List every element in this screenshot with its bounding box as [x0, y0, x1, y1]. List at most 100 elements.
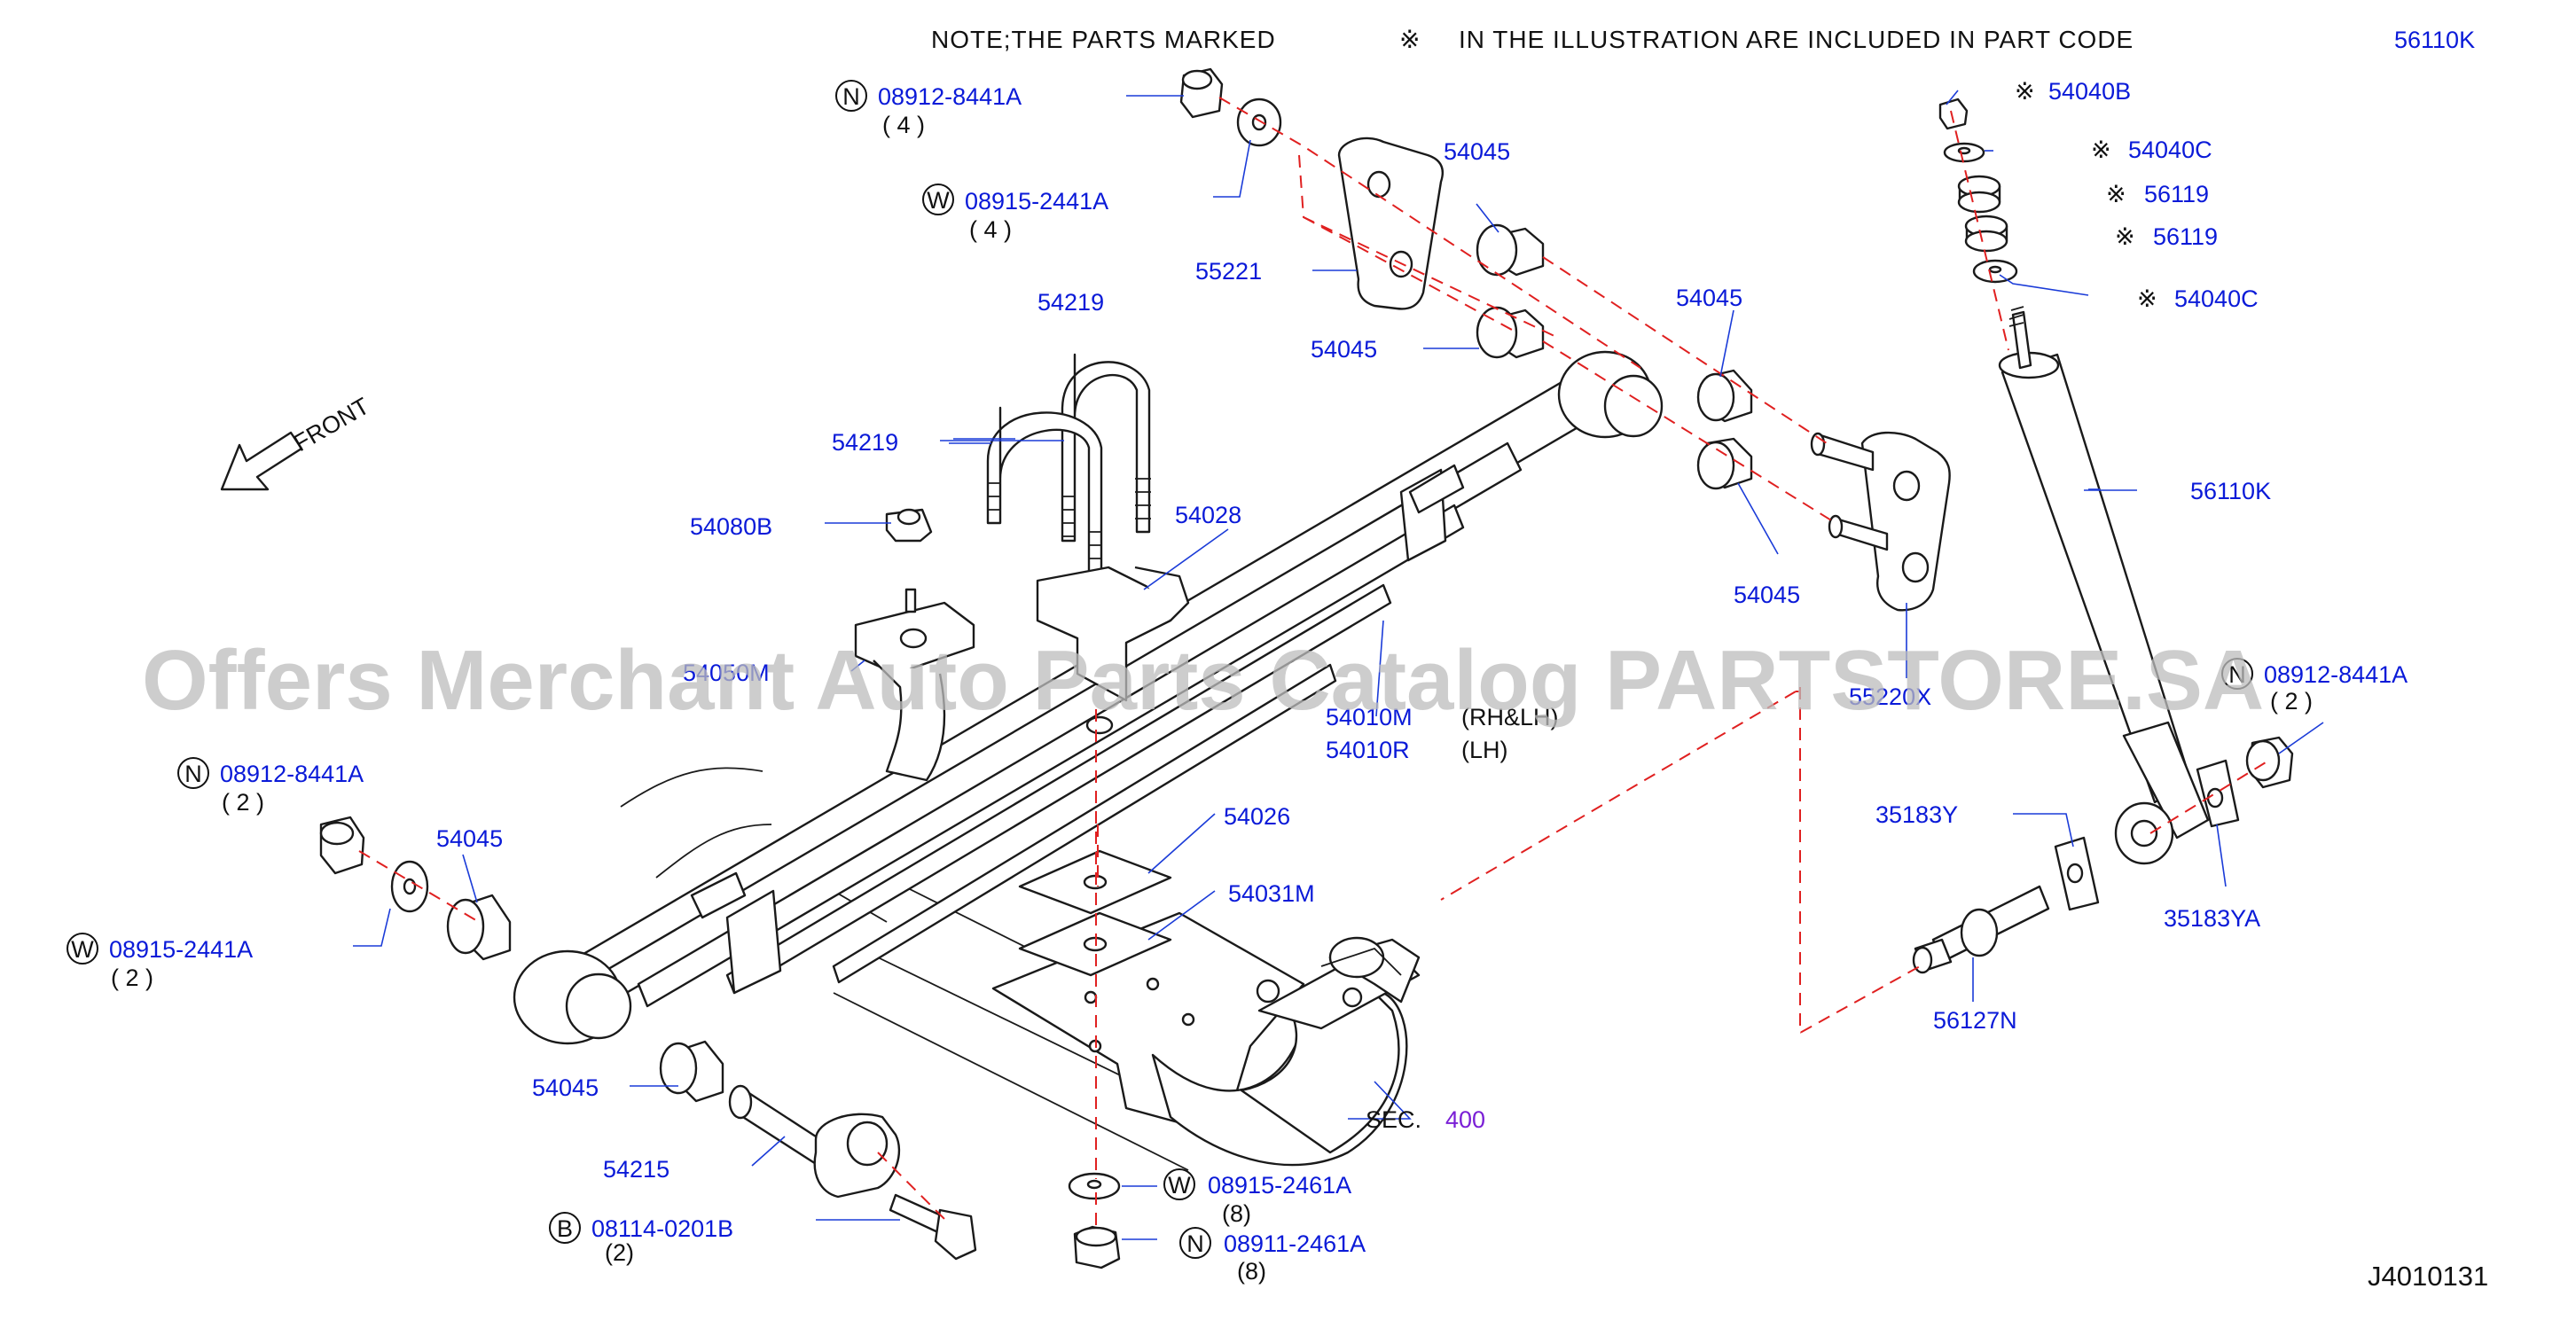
washer-35183ya[interactable] — [2196, 759, 2240, 828]
callout-54040c-b[interactable]: 54040C — [2174, 285, 2259, 312]
callout-54219-b[interactable]: 54219 — [832, 429, 898, 456]
callout-54040c-a[interactable]: 54040C — [2128, 137, 2212, 163]
letter-badge-n-bottom — [1179, 1227, 1211, 1259]
u-bolt-rear[interactable] — [1061, 353, 1151, 543]
callout-54050m[interactable]: 54050M — [683, 660, 770, 686]
bushing-54045-right-a[interactable] — [1696, 369, 1753, 423]
watermark: Offers Merchant Auto Parts Catalog PARTS… — [142, 633, 2264, 728]
pin-54215[interactable] — [728, 1084, 901, 1199]
leader-lines — [353, 90, 2324, 1240]
callout-56119-a[interactable]: 56119 — [2144, 181, 2209, 207]
qty-washer-top: ( 4 ) — [969, 216, 1012, 243]
diagram-id: J4010131 — [2368, 1261, 2488, 1292]
shock-absorber[interactable] — [1998, 306, 2210, 865]
letter-n-left: N — [184, 761, 202, 787]
nut-bottom[interactable] — [1073, 1225, 1121, 1269]
note-mark: ※ — [1399, 26, 1421, 53]
letter-w-bottom: W — [1168, 1172, 1191, 1199]
qty-bolt: (2) — [605, 1239, 634, 1266]
callout-washer-left[interactable]: 08915-2441A — [109, 936, 253, 963]
nut-right[interactable] — [2245, 736, 2294, 789]
shock-nut-54040b[interactable] — [1938, 98, 1969, 130]
callout-54028[interactable]: 54028 — [1175, 502, 1241, 528]
callout-55221[interactable]: 55221 — [1195, 258, 1262, 285]
callout-nut-right[interactable]: 08912-8441A — [2264, 661, 2408, 688]
qty-washer-left: ( 2 ) — [111, 965, 153, 991]
qty-nut-right: ( 2 ) — [2270, 688, 2313, 715]
u-bolt-seat[interactable] — [1036, 566, 1190, 735]
washer-bottom[interactable] — [1068, 1172, 1121, 1200]
callout-washer-bottom[interactable]: 08915-2461A — [1208, 1172, 1351, 1199]
callout-56119-b[interactable]: 56119 — [2153, 223, 2218, 250]
leaf-spring[interactable] — [513, 350, 1664, 1045]
letter-badge-w-bottom — [1163, 1168, 1195, 1200]
bushing-54045-lower[interactable] — [659, 1040, 724, 1103]
section-prefix: SEC. — [1366, 1106, 1421, 1133]
bolt-08114[interactable] — [889, 1193, 977, 1261]
note-code-link[interactable]: 56110K — [2394, 27, 2475, 53]
shackle-plate-55221[interactable] — [1337, 137, 1445, 310]
callout-56110k[interactable]: 56110K — [2190, 478, 2271, 504]
letter-badge-n-top — [835, 80, 867, 112]
nut-top[interactable] — [1179, 67, 1224, 119]
callout-54045-e[interactable]: 54045 — [436, 825, 503, 852]
callout-54045-c[interactable]: 54045 — [1676, 285, 1742, 311]
callout-nut-top[interactable]: 08912-8441A — [878, 83, 1022, 110]
washer-top[interactable] — [1236, 98, 1282, 147]
bushing-54045-right-b[interactable] — [1696, 437, 1753, 490]
nut-left[interactable] — [319, 816, 365, 875]
shackle-55220x[interactable] — [1810, 431, 1951, 612]
callout-54040b[interactable]: 54040B — [2048, 78, 2131, 105]
callout-54045-a[interactable]: 54045 — [1444, 138, 1510, 165]
mark-56119-a: ※ — [2106, 181, 2126, 207]
callout-35183y[interactable]: 35183Y — [1875, 801, 1958, 828]
callout-54026[interactable]: 54026 — [1224, 803, 1290, 830]
bump-stop[interactable] — [854, 508, 975, 782]
letter-w-left: W — [71, 936, 94, 963]
section-number-link[interactable]: 400 — [1445, 1106, 1485, 1133]
bushing-54045-top-b[interactable] — [1476, 306, 1545, 359]
callout-54045-b[interactable]: 54045 — [1311, 336, 1377, 363]
callout-54045-d[interactable]: 54045 — [1734, 582, 1800, 608]
shock-bushing-56119-a[interactable] — [1957, 175, 2001, 214]
letter-n-right: N — [2228, 661, 2246, 688]
callout-washer-top[interactable]: 08915-2441A — [965, 188, 1108, 215]
qty-nut-left: ( 2 ) — [222, 789, 264, 816]
side-54010r: (LH) — [1461, 737, 1508, 763]
callout-54010r[interactable]: 54010R — [1326, 737, 1410, 763]
callout-nut-left[interactable]: 08912-8441A — [220, 761, 364, 787]
letter-badge-b — [549, 1212, 581, 1244]
letter-n-bottom: N — [1186, 1230, 1204, 1257]
letter-badge-w-left — [67, 933, 98, 965]
shock-bushing-56119-b[interactable] — [1964, 215, 2008, 253]
bushing-54045-top-a[interactable] — [1476, 223, 1545, 277]
bushing-54045-left[interactable] — [446, 894, 512, 961]
shock-washer-54040c-top[interactable] — [1943, 142, 1985, 163]
letter-n-top: N — [842, 83, 860, 110]
assembly-lines — [358, 97, 2267, 1232]
letter-w-top: W — [927, 187, 950, 214]
u-bolt-front[interactable] — [986, 406, 1103, 578]
letter-badge-n-right — [2221, 658, 2253, 690]
callout-bolt[interactable]: 08114-0201B — [591, 1215, 733, 1242]
callout-54045-f[interactable]: 54045 — [532, 1074, 599, 1101]
shock-washer-54040c-bottom[interactable] — [1972, 259, 2018, 284]
qty-washer-bottom: (8) — [1222, 1200, 1251, 1227]
callout-54010m[interactable]: 54010M — [1326, 704, 1413, 730]
axle-arm[interactable] — [1240, 936, 1421, 1154]
front-label: FRONT — [289, 393, 374, 457]
pin-56127n[interactable] — [1912, 885, 2050, 974]
callout-35183ya[interactable]: 35183YA — [2164, 905, 2260, 932]
callout-55220x[interactable]: 55220X — [1849, 683, 1931, 710]
washer-35183y[interactable] — [2054, 836, 2100, 911]
callout-54215[interactable]: 54215 — [603, 1156, 669, 1183]
callout-nut-bottom[interactable]: 08911-2461A — [1224, 1230, 1366, 1257]
callout-54031m[interactable]: 54031M — [1228, 880, 1315, 907]
callout-54080b[interactable]: 54080B — [690, 513, 772, 540]
note-text-2: IN THE ILLUSTRATION ARE INCLUDED IN PART… — [1459, 26, 2134, 53]
callout-54219-a[interactable]: 54219 — [1037, 289, 1104, 316]
washer-left[interactable] — [390, 860, 429, 913]
callout-56127n[interactable]: 56127N — [1933, 1007, 2017, 1034]
